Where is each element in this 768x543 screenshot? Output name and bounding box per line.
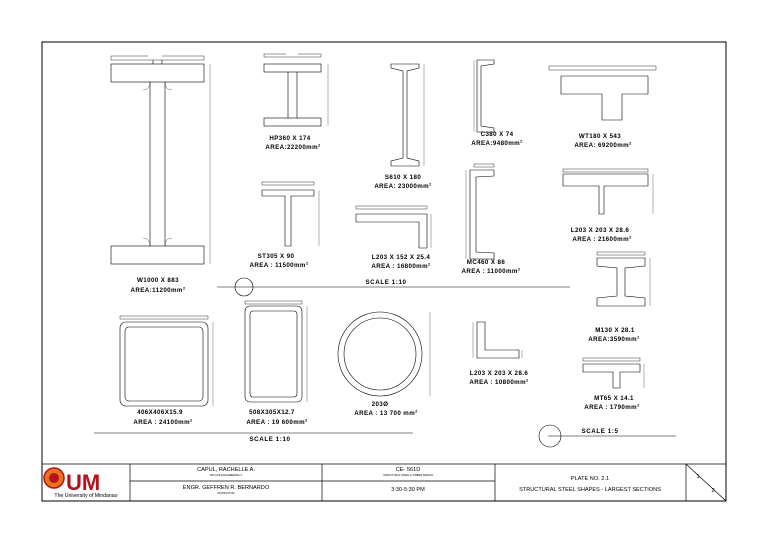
label-m130: M130 X 28.1 xyxy=(595,327,635,334)
label-st305: ST305 X 90 xyxy=(258,253,295,260)
area-mt65: AREA : 1790mm2 xyxy=(584,403,640,412)
shape-pipe203 xyxy=(337,311,431,397)
shape-m130 xyxy=(596,251,651,307)
shape-s610 xyxy=(390,63,425,167)
shape-hp360 xyxy=(263,53,329,127)
instructor-name: ENGR. GEFFREN R. BERNARDO xyxy=(183,485,270,491)
area-pipe203: AREA : 13 700 mm2 xyxy=(354,409,418,418)
shape-w1000 xyxy=(110,55,211,265)
area-l203x203-upper: AREA : 21600mm2 xyxy=(572,235,632,244)
shape-wt180 xyxy=(548,65,657,121)
area-hss406: AREA : 24100mm2 xyxy=(133,418,193,427)
label-l203x203-lower: L203 X 203 X 28.6 xyxy=(470,370,529,377)
instructor-role: INSTRUCTOR xyxy=(218,491,235,495)
label-hss508: 508X305X12.7 xyxy=(249,409,295,416)
schedule: 3:30-5:30 PM xyxy=(391,487,425,493)
label-l203x203-upper: L203 X 203 X 28.6 xyxy=(571,227,630,234)
area-mc460: AREA : 11000mm2 xyxy=(462,267,521,276)
shape-hss406 xyxy=(119,315,214,407)
sheet-border xyxy=(41,41,727,502)
area-hss508: AREA : 19 600mm2 xyxy=(246,418,308,427)
course-title: STRUCTURAL STEEL & TIMBER DESIGN xyxy=(383,473,433,477)
sheet-total: 2 xyxy=(711,488,714,494)
area-hp360: AREA:22200mm2 xyxy=(265,143,321,152)
label-hp360: HP360 X 174 xyxy=(269,135,310,142)
student-course: BS CIVIL ENGINEERING 4 xyxy=(210,473,242,477)
shape-l203x203-lower xyxy=(472,321,523,359)
shape-mt65 xyxy=(582,357,645,389)
plate-title: STRUCTURAL STEEL SHAPES - LARGEST SECTIO… xyxy=(519,487,661,493)
area-l203x203-lower: AREA : 10800mm2 xyxy=(469,378,529,387)
label-mc460: MC460 X 86 xyxy=(467,259,506,266)
label-mt65: MT65 X 14.1 xyxy=(594,395,634,402)
area-c380: AREA:9480mm2 xyxy=(471,139,523,148)
scale-label-bottom-right: SCALE 1:5 xyxy=(581,428,618,435)
university-logo: UM The University of Mindanao xyxy=(43,467,118,499)
area-l203x152: AREA : 16800mm2 xyxy=(371,262,431,271)
scale-marker-bottom-right xyxy=(538,424,562,448)
label-wt180: WT180 X 543 xyxy=(579,133,621,140)
scale-label-top: SCALE 1:10 xyxy=(365,279,406,286)
label-hss406: 406X406X15.9 xyxy=(137,409,183,416)
area-wt180: AREA: 69200mm2 xyxy=(574,141,632,150)
title-block-grid xyxy=(42,463,727,502)
shape-c380 xyxy=(473,59,495,133)
area-s610: AREA: 23000mm2 xyxy=(374,182,432,191)
sheet-number: 1 xyxy=(696,474,699,480)
logo-text: UM xyxy=(66,470,100,495)
area-w1000: AREA:11200mm2 xyxy=(131,286,186,295)
student-name: CAPUL, RACHELLE A. xyxy=(197,467,255,473)
shape-st305 xyxy=(261,181,320,247)
label-pipe203: 203Ø xyxy=(372,401,389,408)
dimension-annotations xyxy=(148,53,298,57)
label-c380: C380 X 74 xyxy=(481,131,514,138)
university-name: The University of Mindanao xyxy=(54,493,117,499)
plate-number: PLATE NO. 2.1 xyxy=(571,476,609,482)
shape-l203x152 xyxy=(355,205,432,249)
course-code: CE- 561D xyxy=(396,467,421,473)
shape-l203x203-upper xyxy=(562,168,654,215)
label-s610: S610 X 180 xyxy=(385,174,421,181)
area-st305: AREA : 11500mm2 xyxy=(250,261,309,270)
scale-marker-top xyxy=(234,277,254,297)
label-l203x152: L203 X 152 X 25.4 xyxy=(372,254,431,261)
scale-label-bottom-left: SCALE 1:10 xyxy=(249,436,290,443)
label-w1000: W1000 X 883 xyxy=(137,277,179,284)
area-m130: AREA:3590mm2 xyxy=(588,335,640,344)
shape-hss508 xyxy=(244,300,308,403)
shape-mc460 xyxy=(465,163,495,260)
